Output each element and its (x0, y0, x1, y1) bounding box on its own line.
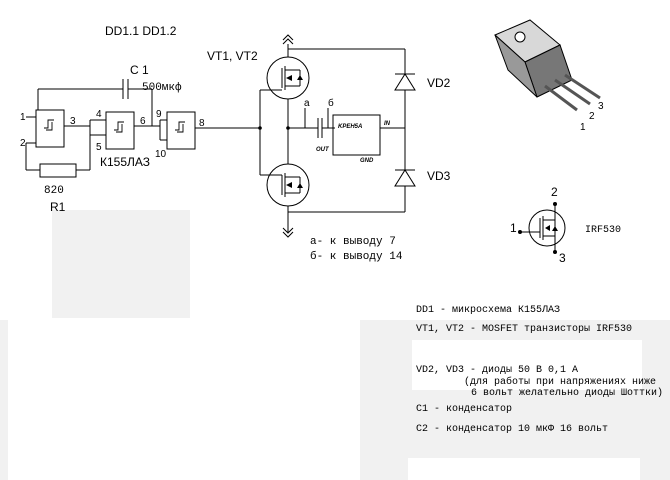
legend-vd-note1: (для работы при напряжениях ниже (464, 375, 656, 388)
transistor-vt2 (258, 90, 310, 238)
gate-dd1-3: 9 10 8 К155ЛАЗ (100, 109, 260, 169)
mosfet-pin-3: 3 (559, 251, 566, 265)
regulator-name: KPEH5A (338, 124, 362, 130)
pin-10: 10 (155, 149, 167, 160)
regulator-out: OUT (316, 147, 330, 153)
resistor-r1: 820 R1 (25, 135, 91, 214)
transistors-label: VT1, VT2 (207, 49, 258, 63)
mosfet-label: IRF530 (585, 225, 621, 236)
package-pin-1: 1 (580, 122, 586, 133)
mosfet-pin-1: 1 (510, 221, 517, 235)
resistor-label: R1 (50, 200, 66, 214)
package-pin-3: 3 (598, 101, 604, 112)
legend-vd: VD2, VD3 - диоды 50 В 0,1 А (416, 365, 578, 376)
pin-5: 5 (96, 142, 102, 153)
regulator-b: б (328, 97, 334, 109)
mosfet-pin-2: 2 (551, 185, 558, 199)
package-pin-2: 2 (589, 111, 595, 122)
diode-vd3: VD3 (394, 169, 451, 187)
legend-c1: C1 - конденсатор (416, 404, 512, 415)
resistor-value: 820 (44, 185, 64, 197)
pin-9: 9 (156, 109, 162, 120)
capacitor-c1: C 1 500мкф (38, 63, 182, 100)
mosfet-symbol: 2 1 3 IRF530 (510, 185, 621, 265)
legend-c2: C2 - конденсатор 10 мкФ 16 вольт (416, 424, 608, 435)
to220-package: 1 2 3 (494, 19, 604, 133)
legend-vd-note2: 6 вольт желательно диоды Шоттки) (471, 387, 663, 399)
pin-6: 6 (140, 116, 146, 127)
regulator-in: IN (384, 121, 391, 127)
gate-dd1-1: 1 2 3 (20, 89, 90, 149)
regulator-gnd: GND (360, 158, 374, 164)
chip-label: К155ЛАЗ (100, 155, 150, 169)
diode-bottom-label: VD3 (427, 169, 451, 183)
capacitor-value: 500мкф (142, 81, 182, 94)
regulator-block: а б KPEH5A IN OUT GND (300, 97, 405, 164)
pin-3: 3 (70, 116, 76, 127)
diagram-title: DD1.1 DD1.2 (105, 24, 177, 38)
note-a: а- к выводу 7 (310, 236, 396, 248)
diode-top-label: VD2 (427, 76, 451, 90)
pin-2: 2 (20, 138, 26, 149)
legend-dd1: DD1 - микросхема К155ЛАЗ (416, 305, 560, 316)
legend-vt: VT1, VT2 - MOSFET транзисторы IRF530 (416, 324, 632, 335)
pin-4: 4 (96, 109, 102, 120)
legend: DD1 - микросхема К155ЛАЗ VT1, VT2 - MOSF… (416, 305, 663, 435)
transistor-vt1: VT1, VT2 (207, 34, 310, 128)
pin-8: 8 (199, 118, 205, 129)
note-b: б- к выводу 14 (310, 250, 403, 263)
capacitor-label: C 1 (130, 63, 149, 77)
diode-vd2: VD2 (394, 73, 451, 91)
gate-dd1-2: 4 5 6 (89, 100, 160, 153)
regulator-a: а (304, 98, 310, 109)
pin-1: 1 (20, 112, 26, 123)
